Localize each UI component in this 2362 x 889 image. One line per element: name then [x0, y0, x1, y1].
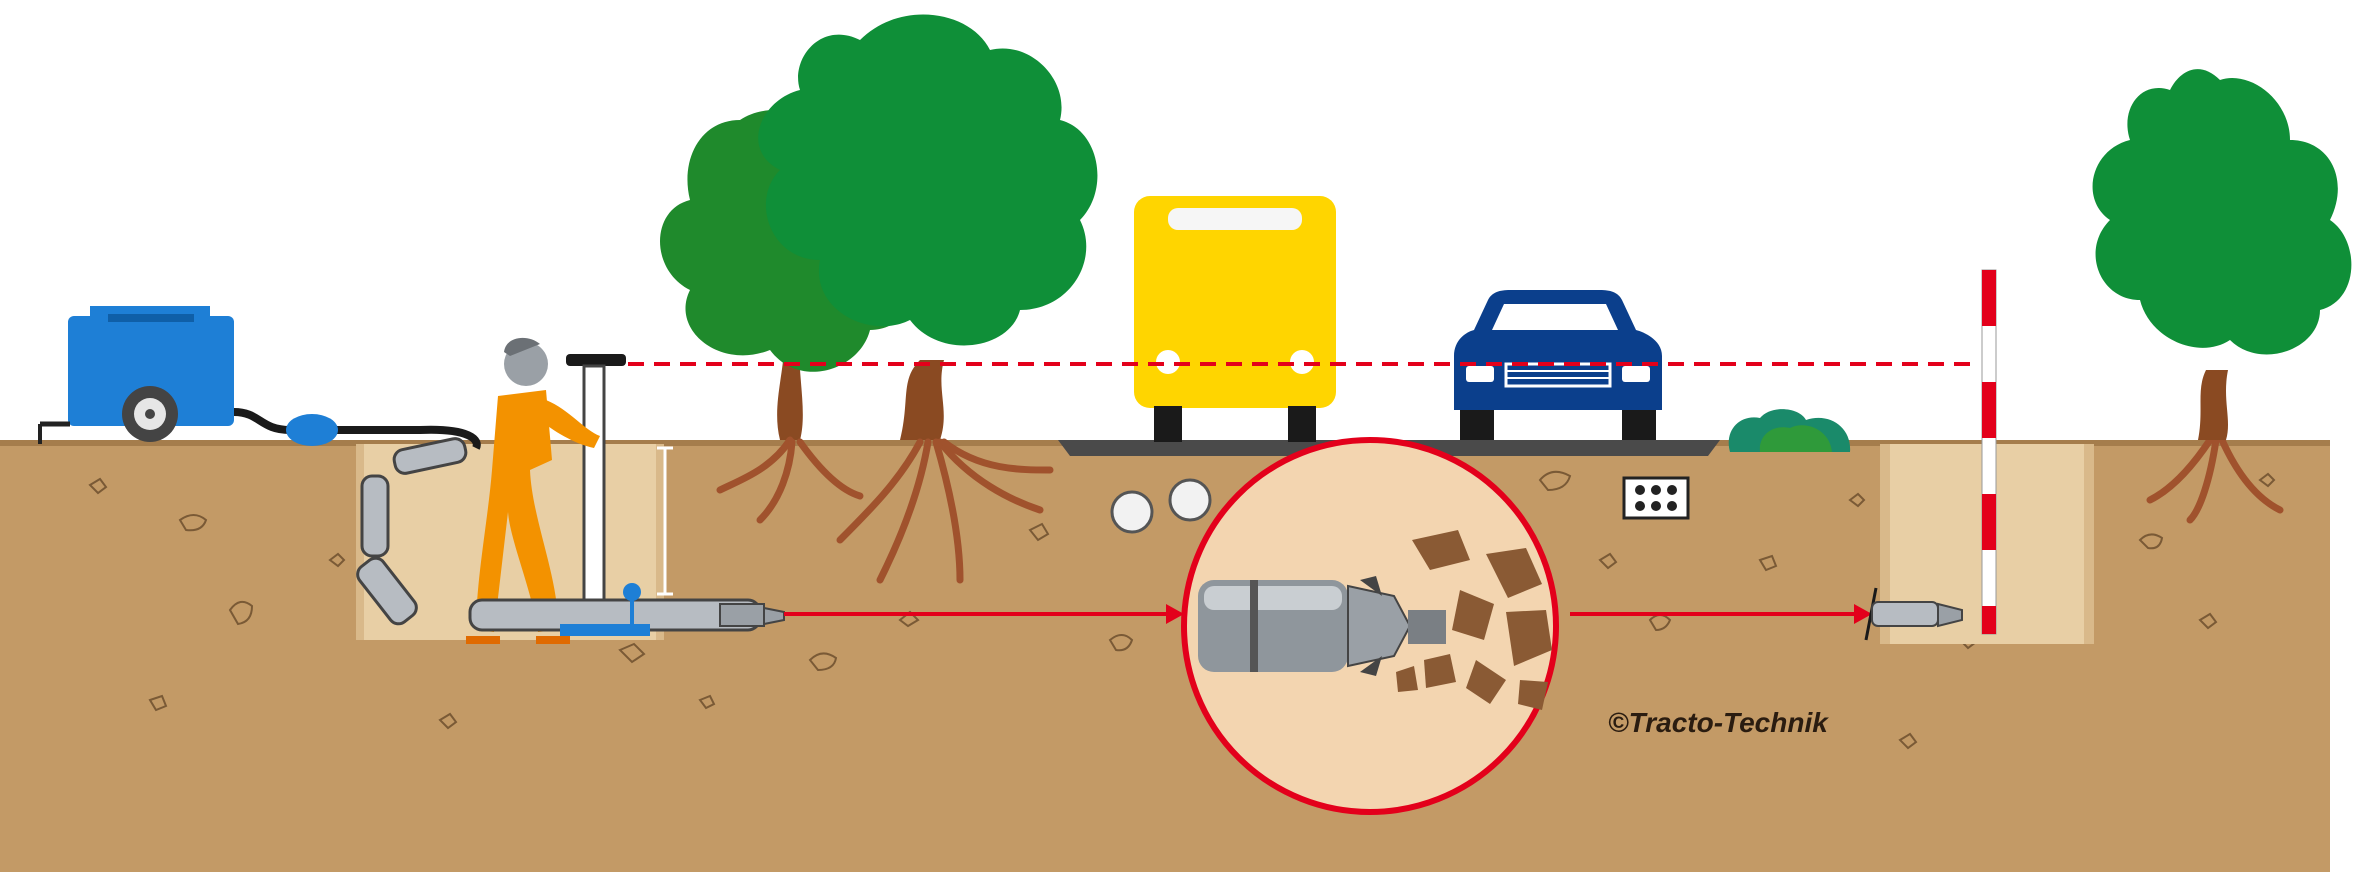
tree-right [2092, 69, 2352, 440]
existing-pipes [1110, 476, 1690, 534]
cable-duct-bank [1622, 476, 1690, 520]
shrub [1728, 409, 1851, 452]
worker-icon [466, 337, 600, 644]
bursting-tool-exit [1864, 587, 1963, 641]
air-hose [233, 408, 481, 450]
air-compressor-trailer-icon [38, 306, 234, 444]
bore-path [784, 604, 1872, 624]
car-icon [1454, 290, 1662, 440]
detail-magnifier [1181, 437, 1559, 815]
utility-pipe [1168, 478, 1212, 522]
bursting-tool-launch [468, 583, 785, 636]
hose-segments [356, 437, 468, 626]
bursting-head-detail [1198, 576, 1446, 676]
bus-icon [1134, 196, 1336, 442]
tree-center [758, 14, 1098, 440]
rock-fragments [1396, 530, 1552, 710]
survey-pole-icon [1981, 269, 1997, 635]
utility-pipe [1110, 490, 1154, 534]
copyright-credit: ©Tracto-Technik [1608, 707, 1829, 738]
tree-roots [716, 436, 2284, 584]
